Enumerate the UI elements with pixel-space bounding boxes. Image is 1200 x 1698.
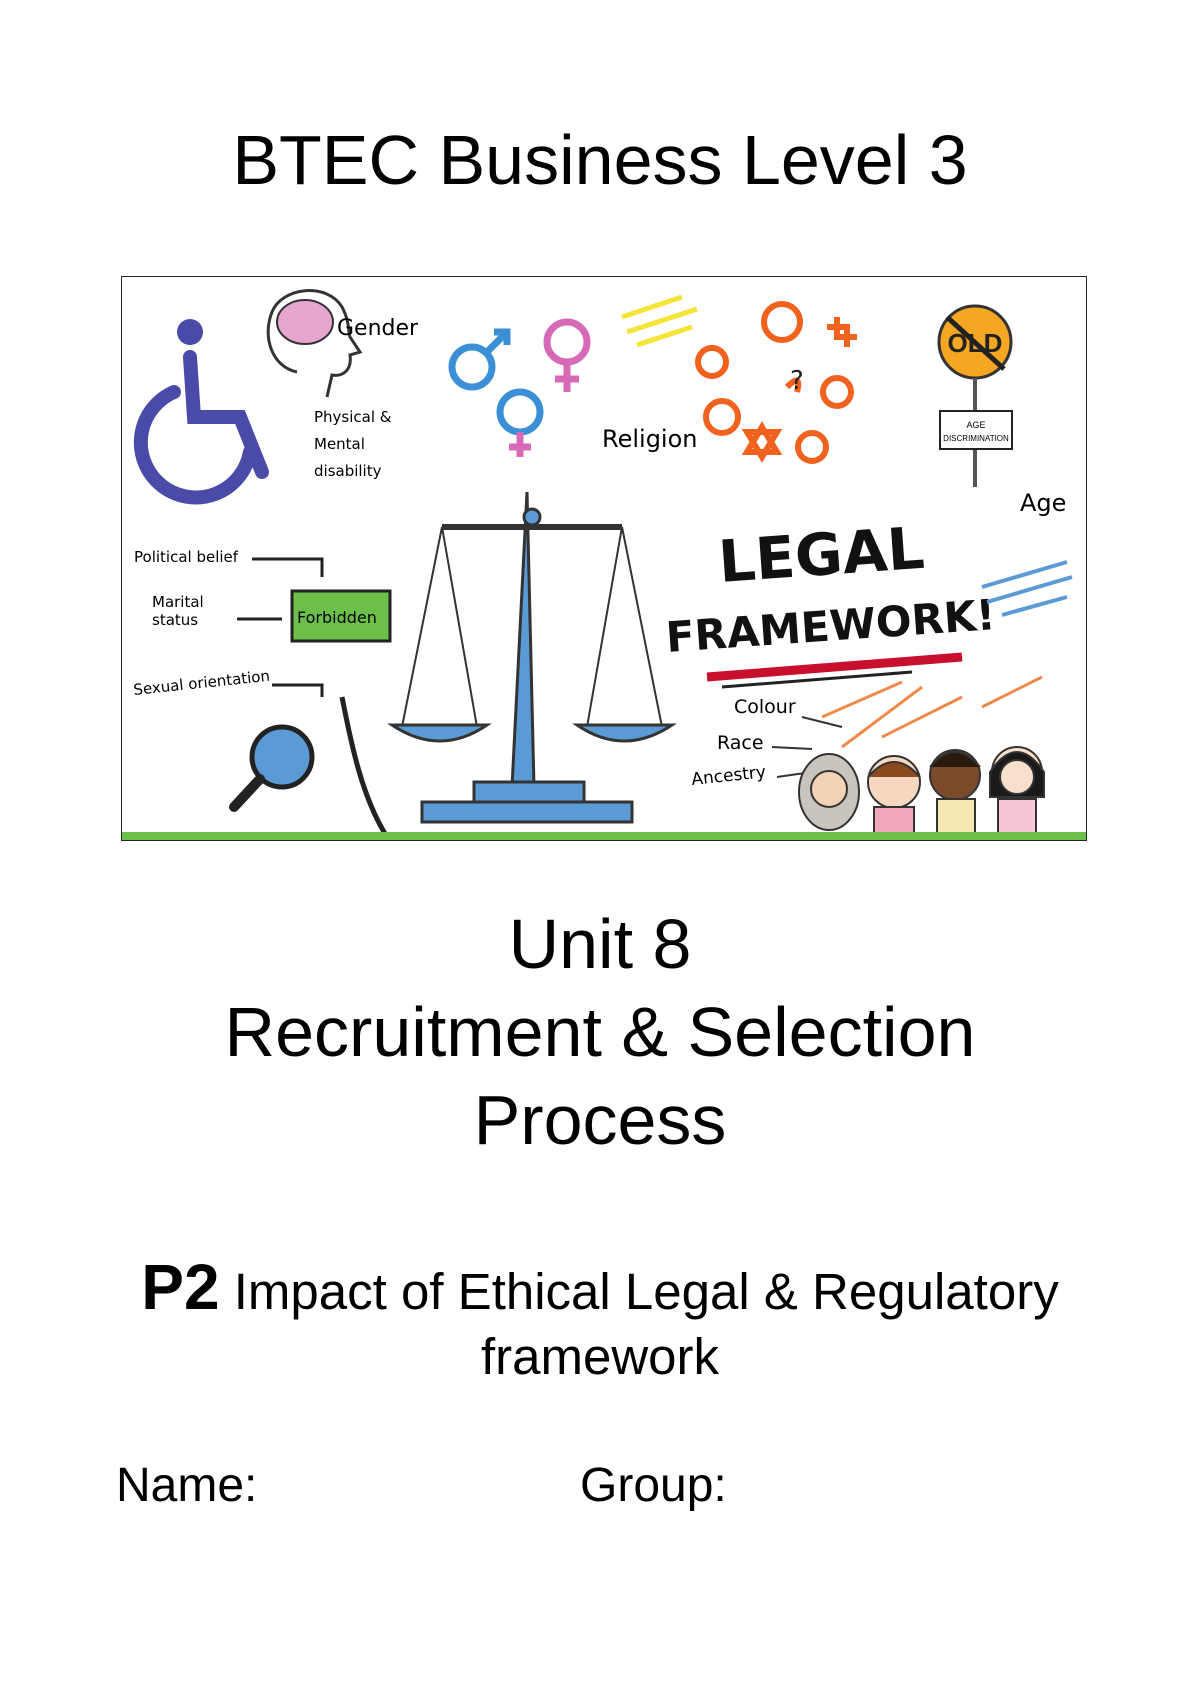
gender-label: Gender <box>337 316 419 341</box>
marital-label-1: Marital <box>152 593 204 611</box>
age-label: Age <box>1020 489 1066 517</box>
criteria-heading: P2 Impact of Ethical Legal & Regulatory … <box>0 1255 1200 1389</box>
question-mark-icon: ? <box>790 366 804 396</box>
svg-text:AGE: AGE <box>966 420 985 430</box>
physical-label: Physical & <box>314 408 392 426</box>
criteria-code: P2 <box>141 1251 220 1323</box>
sexual-label: Sexual orientation <box>133 667 271 699</box>
ancestry-label: Ancestry <box>690 762 766 790</box>
magnifier-icon <box>229 724 315 812</box>
children-illustration-icon <box>798 746 1045 838</box>
old-sign-icon: OLD AGE DISCRIMINATION <box>937 304 1013 487</box>
political-label: Political belief <box>134 548 239 566</box>
criteria-text-line1: Impact of Ethical Legal & Regulatory <box>233 1263 1059 1320</box>
unit-title: Unit 8 Recruitment & Selection Process <box>0 900 1200 1164</box>
svg-text:DISCRIMINATION: DISCRIMINATION <box>943 434 1009 443</box>
accent-bar <box>122 832 1086 840</box>
criteria-text-line2: framework <box>480 1328 720 1385</box>
disability-label: disability <box>314 462 382 480</box>
mental-label: Mental <box>314 435 365 453</box>
svg-text:OLD: OLD <box>948 328 1003 358</box>
heading-legal: LEGAL <box>716 514 926 596</box>
group-label: Group: <box>580 1459 727 1512</box>
race-label: Race <box>717 732 764 754</box>
heading-framework: FRAMEWORK! <box>664 590 997 662</box>
scales-of-justice-icon <box>387 491 677 824</box>
unit-number: Unit 8 <box>508 905 692 983</box>
head-brain-icon <box>266 289 363 398</box>
legal-framework-illustration: Gender Physical & Mental disability ? Re <box>121 276 1087 841</box>
religion-label: Religion <box>602 425 698 453</box>
religion-symbols-icon <box>695 301 857 464</box>
wheelchair-icon <box>133 319 269 505</box>
name-label: Name: <box>116 1459 258 1512</box>
unit-name-line1: Recruitment & Selection <box>224 993 976 1071</box>
unit-name-line2: Process <box>473 1081 727 1159</box>
marital-label-2: status <box>152 611 198 629</box>
forbidden-box <box>290 589 392 643</box>
colour-label: Colour <box>734 696 796 718</box>
page-title: BTEC Business Level 3 <box>232 121 968 199</box>
forbidden-label: Forbidden <box>297 608 377 627</box>
gender-symbols-icon <box>448 318 591 457</box>
